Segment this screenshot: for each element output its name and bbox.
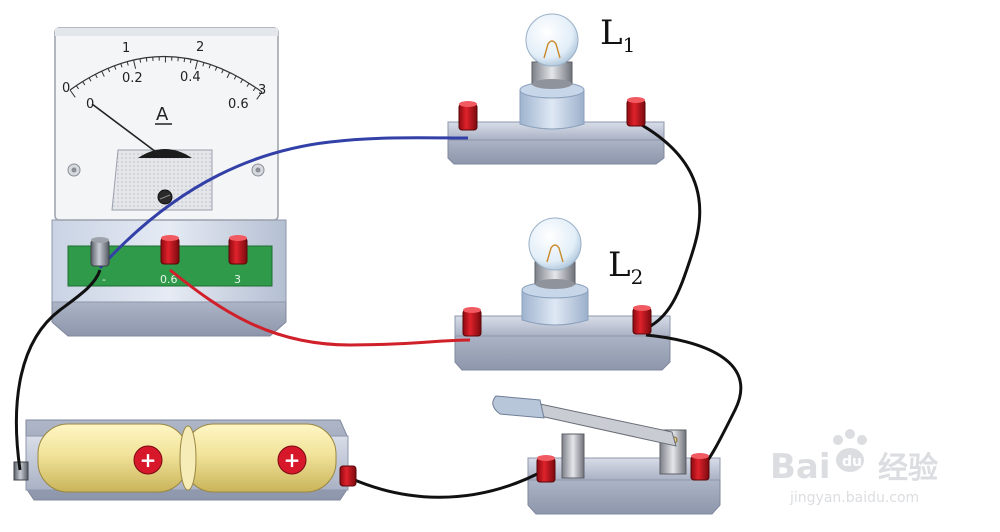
lamp-l2-label: L2 <box>608 245 643 289</box>
scale-tick <box>221 69 224 74</box>
wire-blue[interactable] <box>98 136 469 270</box>
terminal-label-minus: - <box>102 273 106 286</box>
battery-cell-2: + <box>179 423 337 493</box>
scale-tick <box>246 83 250 87</box>
battery-pack: + + <box>13 419 349 501</box>
scale-tick <box>133 59 137 69</box>
scale-tick <box>107 68 111 73</box>
switch-terminal-right[interactable] <box>690 453 710 481</box>
scale-tick <box>82 81 86 86</box>
scale-bottom-0: 0 <box>86 97 94 112</box>
scale-top-3: 3 <box>258 83 266 98</box>
terminal-label-06: 0.6 <box>160 273 178 286</box>
scale-tick <box>189 59 192 64</box>
ammeter-terminal-3[interactable] <box>228 235 248 265</box>
ammeter-terminal-minus[interactable] <box>90 237 110 267</box>
lamp-l2-terminal-right[interactable] <box>632 305 652 335</box>
switch-handle[interactable] <box>492 395 545 419</box>
scale-tick <box>145 57 148 62</box>
scale-tick <box>252 87 256 92</box>
scale-tick <box>94 74 98 79</box>
lamp-l2-bulb <box>528 217 582 271</box>
wire-red[interactable] <box>169 268 471 347</box>
lamp-l1: L1 <box>447 13 665 165</box>
battery-cell-1-plus-icon <box>133 445 163 475</box>
wire-black-l1-l2[interactable] <box>639 122 702 332</box>
scale-tick <box>69 89 76 98</box>
scale-tick <box>183 58 186 63</box>
scale-tick <box>113 65 117 70</box>
zero-adjust-panel <box>111 149 213 211</box>
lamp-l2-base <box>454 332 671 371</box>
scale-tick <box>233 75 237 80</box>
ammeter-unit-label: A <box>156 104 169 125</box>
ammeter-base <box>51 299 287 337</box>
scale-top-1: 1 <box>122 41 130 56</box>
baidu-watermark: Bai du 经验 jingyan.baidu.com <box>770 429 938 506</box>
scale-tick <box>194 60 199 70</box>
lamp-l1-terminal-left[interactable] <box>458 101 478 131</box>
battery-cell-2-plus-icon <box>277 445 307 475</box>
lamp-l1-filament <box>543 40 561 59</box>
watermark-brand-jingyan: 经验 <box>878 451 938 486</box>
scale-tick <box>256 91 263 100</box>
ammeter-scale-ticks <box>69 56 263 100</box>
scale-bottom-04: 0.4 <box>180 70 201 85</box>
scale-tick <box>202 62 205 67</box>
scale-tick <box>88 77 92 82</box>
svg-text:+: + <box>140 448 157 472</box>
switch-blade[interactable] <box>539 403 677 447</box>
switch-jaw <box>561 433 585 479</box>
watermark-brand-bai: Bai <box>770 447 831 487</box>
svg-text:+: + <box>284 448 301 472</box>
scale-tick <box>101 70 105 77</box>
wires <box>14 122 743 499</box>
scale-tick <box>240 79 244 84</box>
lamp-l2-terminal-left[interactable] <box>462 307 482 337</box>
knife-switch[interactable] <box>492 395 721 515</box>
wire-black-battery-switch[interactable] <box>349 468 546 499</box>
lamp-l2-holder <box>521 289 589 326</box>
wire-black-l2-switch[interactable] <box>645 333 743 472</box>
lamp-l2: L2 <box>454 217 671 371</box>
lamp-l1-holder <box>519 89 585 130</box>
scale-tick <box>208 64 211 69</box>
scale-tick <box>126 61 129 66</box>
terminal-label-3: 3 <box>234 273 241 286</box>
battery-negative-terminal[interactable] <box>13 461 29 481</box>
terminals <box>90 97 710 487</box>
scale-bottom-02: 0.2 <box>122 71 143 86</box>
paw-icon <box>833 429 867 472</box>
switch-terminal-left[interactable] <box>536 455 556 483</box>
scale-tick <box>139 58 142 63</box>
scale-tick <box>120 63 123 68</box>
ammeter-needle <box>91 103 161 156</box>
scale-bottom-06: 0.6 <box>228 97 249 112</box>
switch-base <box>527 477 721 515</box>
lamp-l1-terminal-right[interactable] <box>626 97 646 127</box>
scale-top-2: 2 <box>196 40 204 55</box>
watermark-url: jingyan.baidu.com <box>789 490 919 506</box>
scale-top-0: 0 <box>62 81 70 96</box>
scale-tick <box>226 72 231 79</box>
wire-black-battery-ammeter[interactable] <box>14 269 102 471</box>
watermark-brand-du: du <box>842 454 862 470</box>
scale-tick <box>75 85 79 90</box>
battery-positive-terminal[interactable] <box>339 465 357 487</box>
ammeter-terminal-06[interactable] <box>160 235 180 265</box>
battery-cell-1: + <box>37 423 189 493</box>
scale-tick <box>214 66 218 71</box>
lamp-l2-filament <box>546 244 564 263</box>
lamp-l1-base <box>447 137 665 165</box>
lamp-l1-label: L1 <box>600 13 635 57</box>
lamp-l1-bulb <box>525 13 579 67</box>
